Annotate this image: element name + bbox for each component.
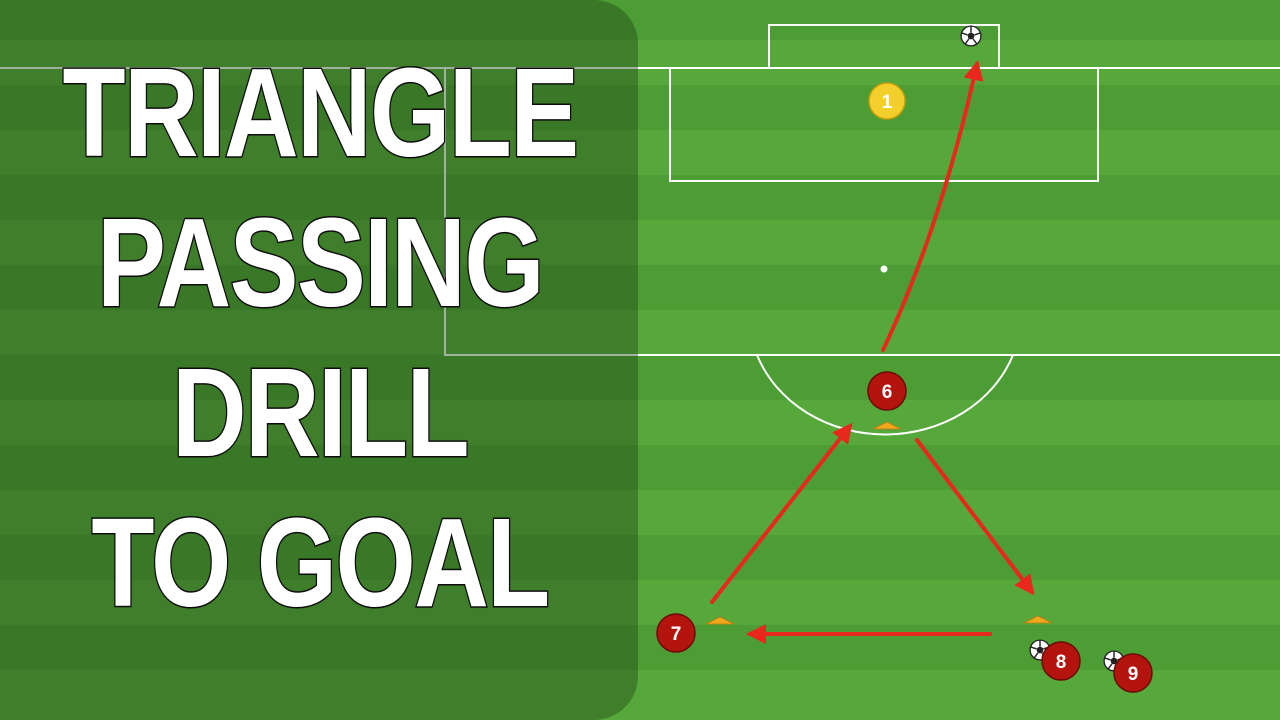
penalty-arc — [756, 354, 1014, 436]
player-8: 8 — [1041, 641, 1081, 681]
title-line-2: PASSING — [96, 191, 546, 335]
six-yard-box — [669, 67, 1099, 182]
player-marker — [1041, 641, 1081, 681]
penalty-box — [444, 68, 1280, 356]
player-7: 7 — [656, 613, 696, 653]
player-marker — [868, 82, 906, 120]
title-panel — [0, 0, 638, 720]
soccer-ball-icon — [960, 25, 982, 47]
cones — [705, 421, 1053, 625]
player-marker — [656, 613, 696, 653]
penalty-spot — [880, 265, 888, 273]
title-line-3: DRILL — [171, 341, 471, 485]
player-9: 9 — [1113, 653, 1153, 693]
cone-icon — [872, 421, 902, 430]
player-number: 7 — [671, 624, 682, 645]
player-6: 6 — [867, 371, 907, 411]
player-number: 9 — [1128, 664, 1139, 685]
player-number: 1 — [882, 92, 893, 113]
player-marker — [867, 371, 907, 411]
pass-arrows — [710, 60, 1035, 644]
cone-icon — [705, 616, 735, 625]
arrow-icon — [915, 438, 1035, 596]
title-line-1: TRIANGLE — [61, 41, 580, 185]
player-number: 6 — [882, 382, 893, 403]
pitch-markings — [0, 24, 1280, 436]
player-number: 8 — [1056, 652, 1067, 673]
title: TRIANGLE PASSING DRILL TO GOAL — [0, 38, 640, 638]
arrow-icon — [710, 422, 853, 604]
cone-icon — [1023, 615, 1053, 624]
player-marker — [1113, 653, 1153, 693]
arrow-icon — [881, 60, 984, 352]
player-goalkeeper: 1 — [868, 82, 906, 120]
title-line-4: TO GOAL — [90, 491, 551, 635]
